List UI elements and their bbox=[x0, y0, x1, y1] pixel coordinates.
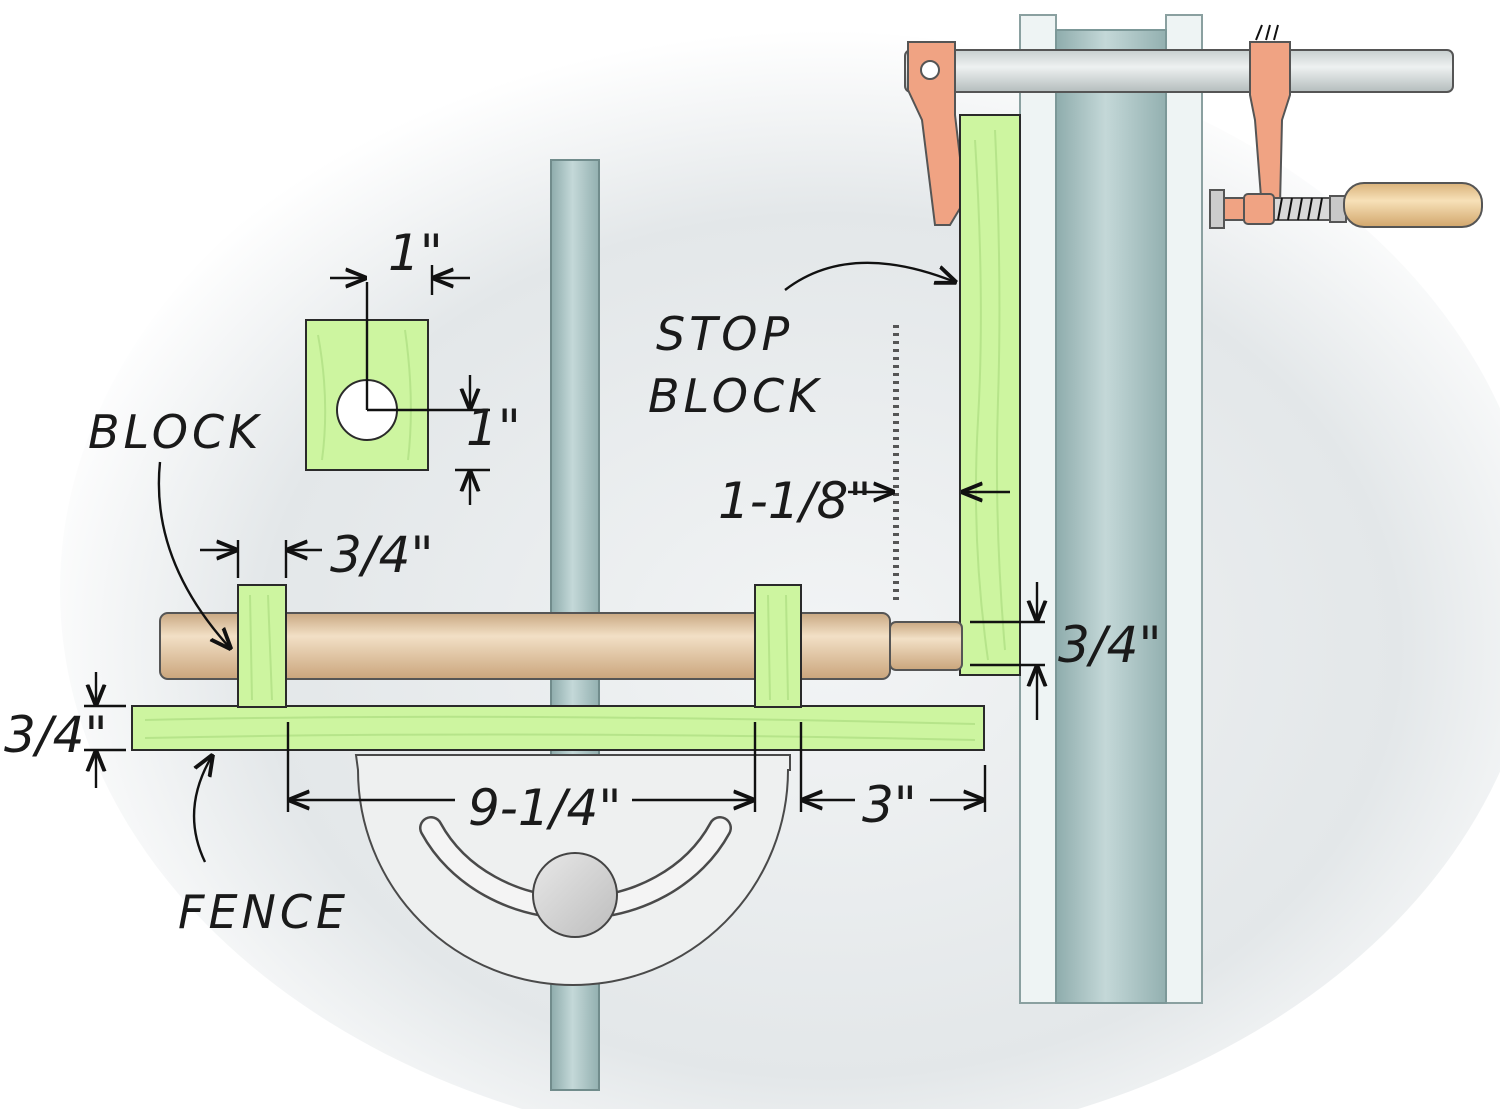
dowel-block-right bbox=[754, 584, 802, 708]
label-block: BLOCK bbox=[88, 405, 262, 459]
dim-hole-x-label: 1" bbox=[388, 224, 443, 282]
drill-press-column bbox=[1019, 14, 1203, 1004]
dim-stop-thickness: 3/4" bbox=[970, 582, 1161, 720]
dowel-rod bbox=[159, 612, 963, 680]
fence bbox=[131, 705, 985, 751]
dim-block-spacing-label: 9-1/4" bbox=[468, 779, 621, 837]
dim-block-width-label: 3/4" bbox=[330, 526, 433, 584]
label-stop-block-1: STOP bbox=[656, 307, 793, 361]
label-stop-block-2: BLOCK bbox=[648, 369, 822, 423]
stop-block bbox=[959, 114, 1021, 676]
dim-block-spacing: 9-1/4" bbox=[286, 722, 757, 837]
detail-block bbox=[305, 282, 490, 471]
miter-knob bbox=[532, 852, 618, 938]
dim-stop-thickness-label: 3/4" bbox=[1058, 616, 1161, 674]
callout-stop-block: STOP BLOCK bbox=[648, 261, 955, 423]
dim-hole-x: 1" bbox=[330, 224, 470, 295]
miter-gauge-head bbox=[354, 754, 791, 986]
dim-block-width: 3/4" bbox=[200, 526, 433, 584]
dim-stop-offset-label: 1-1/8" bbox=[718, 472, 871, 530]
bar-clamp bbox=[904, 24, 1483, 229]
callout-fence: FENCE bbox=[178, 756, 349, 939]
background-vignette bbox=[60, 30, 1500, 1109]
dim-stop-offset: 1-1/8" bbox=[718, 472, 1010, 530]
dim-hole-y-label: 1" bbox=[466, 399, 521, 457]
dim-hole-y: 1" bbox=[455, 375, 521, 505]
clamp-handle bbox=[1343, 182, 1483, 228]
dim-fence-overhang-label: 3" bbox=[862, 776, 917, 834]
dim-fence-thickness: 3/4" bbox=[4, 672, 126, 788]
dowel-block-left bbox=[237, 584, 287, 708]
callout-block: BLOCK bbox=[88, 405, 262, 648]
label-fence: FENCE bbox=[178, 885, 349, 939]
dim-fence-thickness-label: 3/4" bbox=[4, 706, 107, 764]
dim-fence-overhang: 3" bbox=[799, 722, 987, 834]
